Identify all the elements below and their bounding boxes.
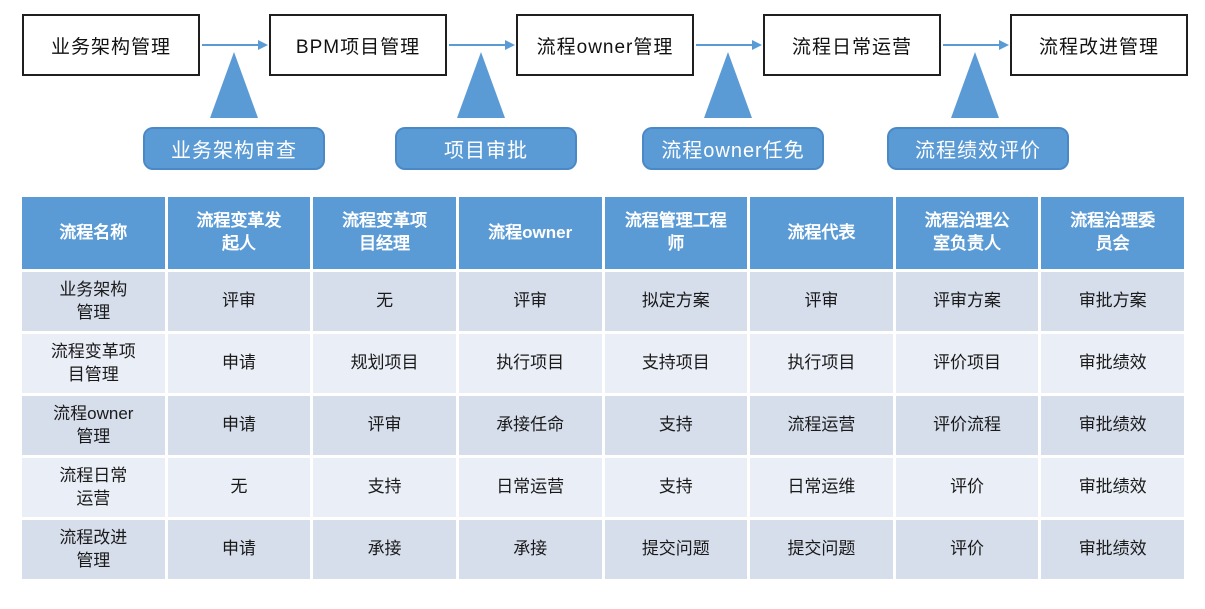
- table-cell: 流程运营: [750, 396, 893, 455]
- table-cell: 审批绩效: [1041, 520, 1184, 579]
- table-cell: 审批绩效: [1041, 334, 1184, 393]
- table-row: 流程变革项 目管理 申请 规划项目 执行项目 支持项目 执行项目 评价项目 审批…: [22, 334, 1184, 393]
- table-header-row: 流程名称 流程变革发 起人 流程变革项 目经理 流程owner 流程管理工程 师…: [22, 197, 1184, 269]
- flow-box-bpm-project: BPM项目管理: [269, 14, 447, 76]
- flow-box-business-architecture: 业务架构管理: [22, 14, 200, 76]
- flow-arrow-icon: [943, 40, 1009, 50]
- row-name-cell: 业务架构 管理: [22, 272, 165, 331]
- table-cell: 支持: [313, 458, 456, 517]
- table-cell: 日常运维: [750, 458, 893, 517]
- flow-arrow-icon: [449, 40, 515, 50]
- header-cell: 流程变革项 目经理: [313, 197, 456, 269]
- header-cell: 流程代表: [750, 197, 893, 269]
- table-cell: 无: [167, 458, 311, 517]
- table-cell: 提交问题: [750, 520, 893, 579]
- table-row: 流程owner 管理 申请 评审 承接任命 支持 流程运营 评价流程 审批绩效: [22, 396, 1184, 455]
- row-name-cell: 流程改进 管理: [22, 520, 165, 579]
- table-cell: 评审方案: [895, 272, 1039, 331]
- table-cell: 承接: [313, 520, 456, 579]
- flow-box-process-owner: 流程owner管理: [516, 14, 694, 76]
- table-row: 流程改进 管理 申请 承接 承接 提交问题 提交问题 评价 审批绩效: [22, 520, 1184, 579]
- table-cell: 支持: [604, 396, 748, 455]
- table-cell: 执行项目: [750, 334, 893, 393]
- table-cell: 评审: [313, 396, 456, 455]
- callout-triangle-icon: [457, 52, 505, 118]
- callout-architecture-review: 业务架构审查: [143, 127, 325, 170]
- table-cell: 申请: [167, 396, 311, 455]
- table-cell: 申请: [167, 334, 311, 393]
- callout-project-approval: 项目审批: [395, 127, 577, 170]
- table-row: 流程日常 运营 无 支持 日常运营 支持 日常运维 评价 审批绩效: [22, 458, 1184, 517]
- flow-arrow-icon: [202, 40, 268, 50]
- table-cell: 审批绩效: [1041, 458, 1184, 517]
- table-cell: 评审: [167, 272, 311, 331]
- header-cell: 流程owner: [458, 197, 602, 269]
- flow-box-daily-operation: 流程日常运营: [763, 14, 941, 76]
- row-name-cell: 流程owner 管理: [22, 396, 165, 455]
- responsibility-table: 流程名称 流程变革发 起人 流程变革项 目经理 流程owner 流程管理工程 师…: [19, 194, 1187, 582]
- table-cell: 申请: [167, 520, 311, 579]
- header-cell: 流程治理委 员会: [1041, 197, 1184, 269]
- header-cell: 流程管理工程 师: [604, 197, 748, 269]
- table-cell: 评价: [895, 520, 1039, 579]
- table-cell: 规划项目: [313, 334, 456, 393]
- table-cell: 支持项目: [604, 334, 748, 393]
- table-cell: 评审: [458, 272, 602, 331]
- row-name-cell: 流程变革项 目管理: [22, 334, 165, 393]
- table-cell: 评审: [750, 272, 893, 331]
- callout-triangle-icon: [210, 52, 258, 118]
- flow-box-process-improvement: 流程改进管理: [1010, 14, 1188, 76]
- table-cell: 评价项目: [895, 334, 1039, 393]
- table-cell: 审批绩效: [1041, 396, 1184, 455]
- table-cell: 承接: [458, 520, 602, 579]
- callout-triangle-icon: [704, 52, 752, 118]
- table-cell: 日常运营: [458, 458, 602, 517]
- flow-arrow-icon: [696, 40, 762, 50]
- table-cell: 拟定方案: [604, 272, 748, 331]
- table-cell: 评价流程: [895, 396, 1039, 455]
- callout-owner-appointment: 流程owner任免: [642, 127, 824, 170]
- table-cell: 评价: [895, 458, 1039, 517]
- table-cell: 无: [313, 272, 456, 331]
- table-cell: 承接任命: [458, 396, 602, 455]
- table-cell: 支持: [604, 458, 748, 517]
- header-cell: 流程名称: [22, 197, 165, 269]
- header-cell: 流程变革发 起人: [167, 197, 311, 269]
- header-cell: 流程治理公 室负责人: [895, 197, 1039, 269]
- table-cell: 执行项目: [458, 334, 602, 393]
- table-cell: 审批方案: [1041, 272, 1184, 331]
- table-cell: 提交问题: [604, 520, 748, 579]
- callout-performance-evaluation: 流程绩效评价: [887, 127, 1069, 170]
- row-name-cell: 流程日常 运营: [22, 458, 165, 517]
- callout-triangle-icon: [951, 52, 999, 118]
- table-row: 业务架构 管理 评审 无 评审 拟定方案 评审 评审方案 审批方案: [22, 272, 1184, 331]
